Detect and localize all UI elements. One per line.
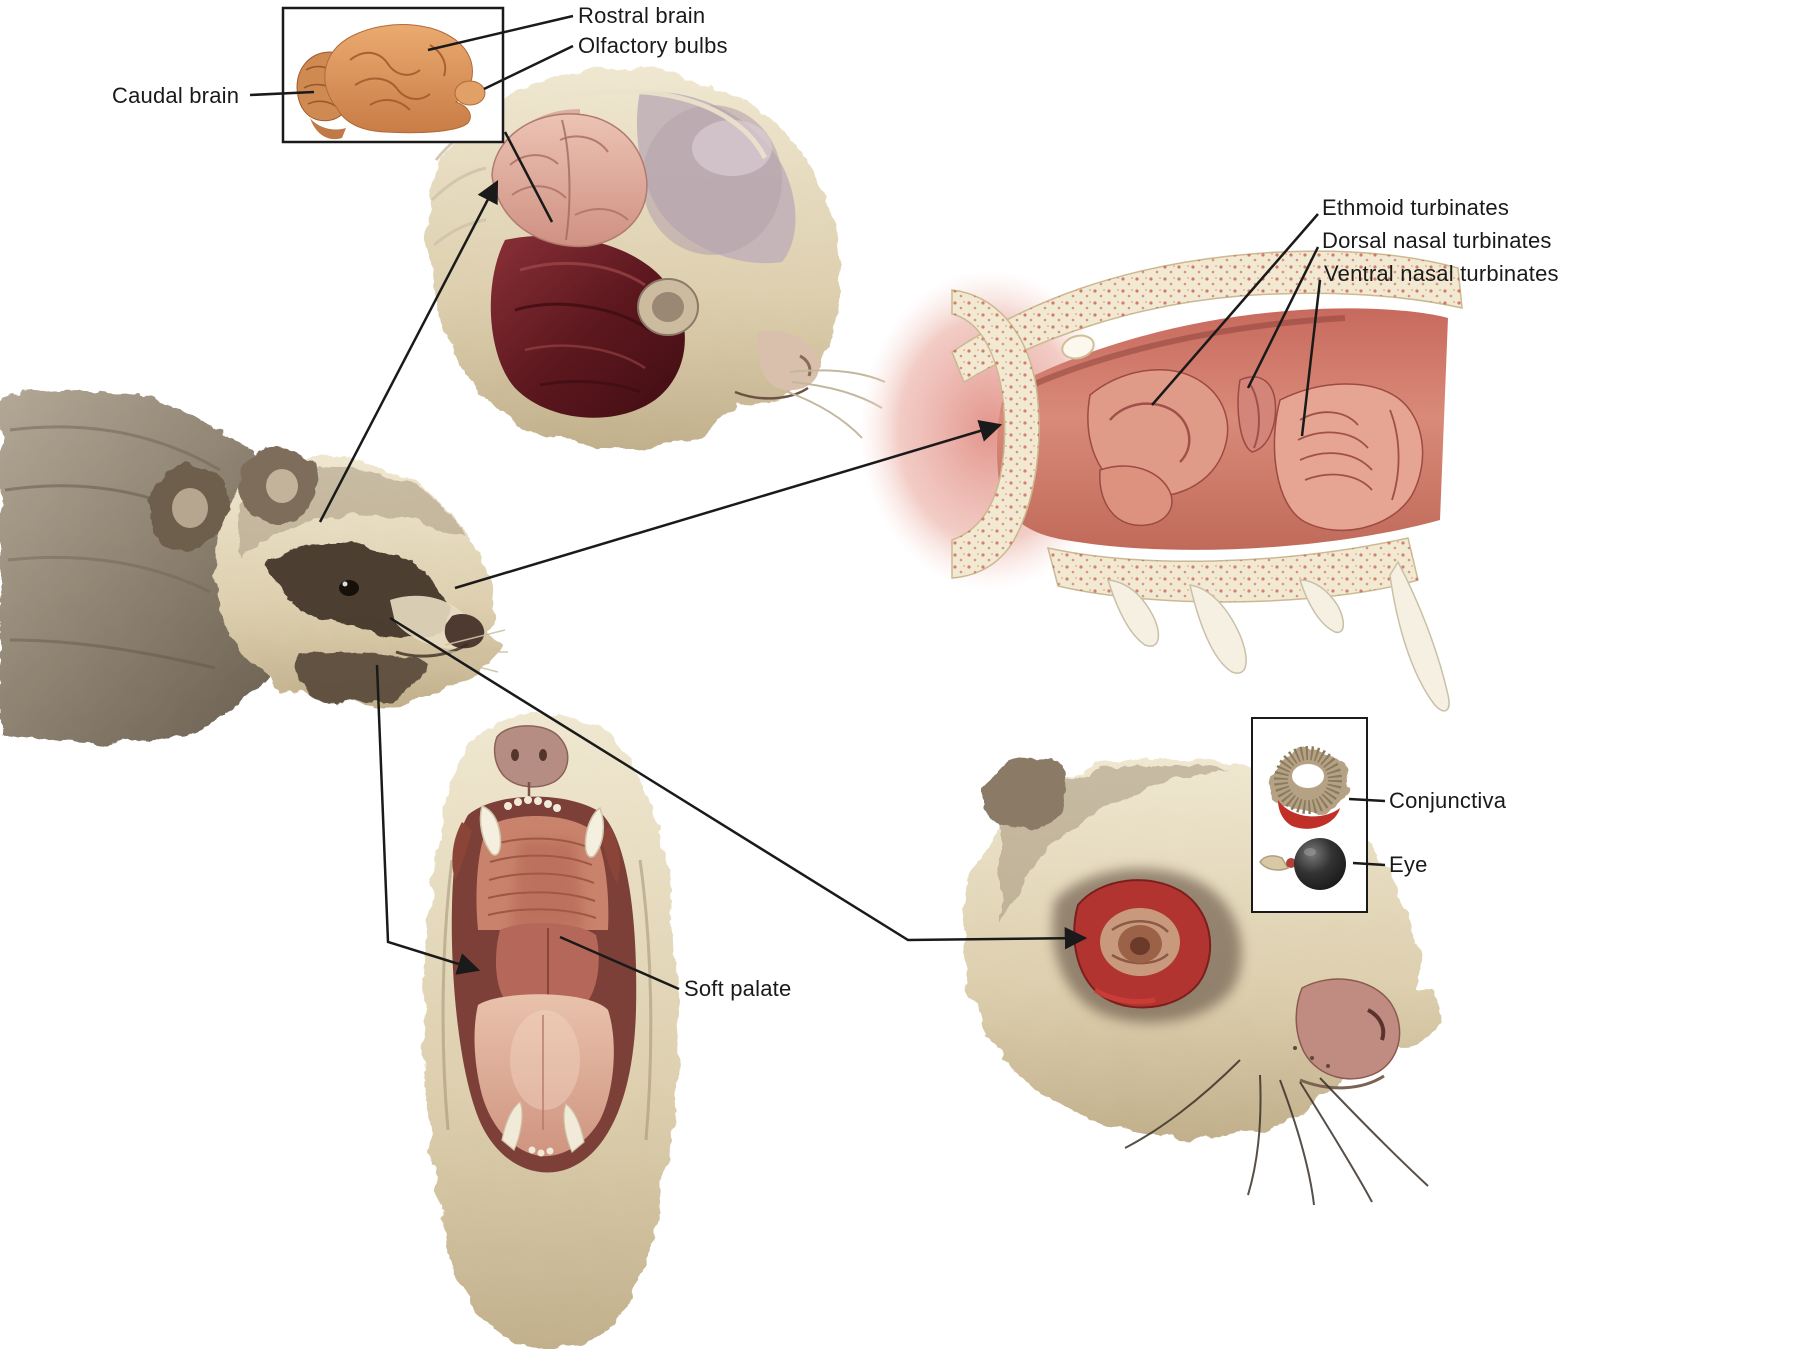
lower-canine-left	[501, 1101, 523, 1151]
label-ventral-nasal-turbinates: Ventral nasal turbinates	[1324, 261, 1559, 286]
ferret-eye	[339, 580, 359, 596]
leader-conjunctiva	[1348, 797, 1386, 803]
label-caudal-brain: Caudal brain	[112, 83, 240, 108]
label-rostral-brain: Rostral brain	[578, 3, 706, 28]
ventral-nasal-turbinates	[1273, 383, 1424, 532]
leader-ventral-nasal-turbinates	[1300, 279, 1322, 437]
eye-head-ear	[985, 756, 1070, 830]
arrow-ferret-to-mouth	[375, 664, 481, 975]
brain-inset	[281, 6, 505, 144]
leader-eye	[1352, 861, 1386, 867]
leader-rostral-brain	[427, 14, 574, 52]
optic-nerve-stub	[1259, 855, 1290, 871]
label-soft-palate: Soft palate	[684, 976, 792, 1001]
connector-inset-to-brain	[503, 131, 554, 223]
label-dorsal-nasal-turbinates: Dorsal nasal turbinates	[1322, 228, 1552, 253]
leader-soft-palate	[559, 935, 680, 991]
label-conjunctiva: Conjunctiva	[1389, 788, 1507, 813]
ferret-nose	[444, 613, 485, 649]
upper-canine-right	[584, 806, 605, 858]
open-mouth-illustration	[424, 713, 677, 1349]
label-olfactory-bulbs: Olfactory bulbs	[578, 33, 728, 58]
nasal-section-illustration	[860, 250, 1463, 712]
label-eye: Eye	[1389, 852, 1428, 877]
nose-pad	[493, 725, 569, 788]
ferret-head-illustration	[0, 389, 508, 744]
arrow-ferret-to-dissected-head	[318, 180, 499, 523]
leader-olfactory-bulbs	[483, 44, 574, 91]
upper-canine-left	[479, 804, 502, 856]
conjunctiva-tissue	[1278, 800, 1340, 829]
leader-ethmoid-turbinates	[1151, 213, 1319, 406]
canine-tooth	[1389, 560, 1450, 712]
leader-dorsal-nasal-turbinates	[1246, 246, 1320, 389]
arrow-ferret-to-eye-head	[389, 616, 1088, 950]
eye-globe-specimen	[1294, 838, 1346, 890]
leader-caudal-brain	[249, 90, 315, 97]
cerebrum	[324, 24, 473, 134]
eye-inset	[1251, 717, 1368, 913]
eye-dissection-head-illustration	[961, 756, 1441, 1206]
dissected-head-illustration	[426, 69, 886, 449]
eye-head-nose	[1295, 978, 1401, 1080]
lower-canine-right	[563, 1103, 585, 1153]
label-ethmoid-turbinates: Ethmoid turbinates	[1322, 195, 1510, 220]
dorsal-nasal-turbinate	[1237, 376, 1277, 453]
olfactory-bulb	[454, 80, 486, 106]
dissected-head-nose	[757, 330, 819, 391]
arrow-ferret-to-nasal-section	[454, 420, 1003, 590]
